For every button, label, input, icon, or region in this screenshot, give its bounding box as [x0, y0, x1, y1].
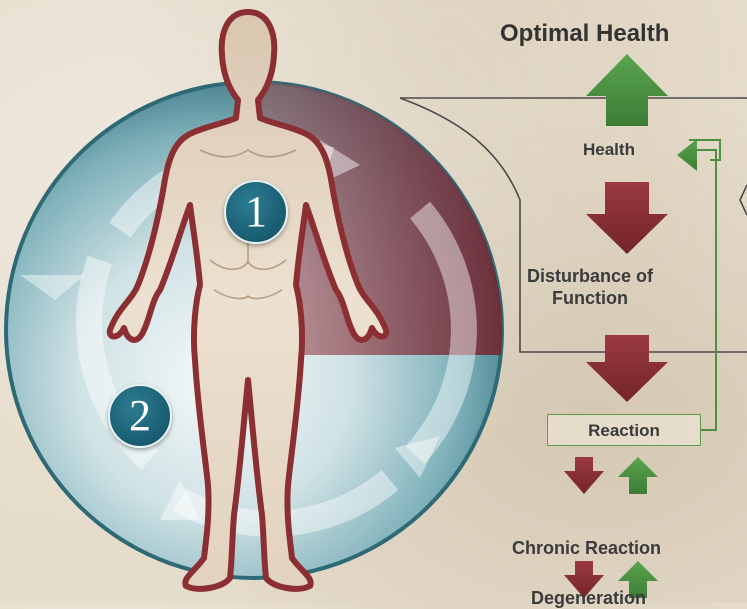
- red-down-arrow-icon: [564, 457, 604, 494]
- feedback-line: [697, 150, 716, 430]
- marker-badge-two: 2: [108, 384, 172, 448]
- stage-degeneration-label: Degeneration: [531, 588, 646, 609]
- green-up-arrow-icon: [677, 139, 697, 171]
- diagram-title: Optimal Health: [500, 20, 669, 48]
- stage-reaction-label: Reaction: [547, 421, 701, 441]
- green-up-arrow-icon: [618, 457, 658, 494]
- stage-health-label: Health: [583, 140, 635, 160]
- green-up-arrow-icon: [586, 54, 668, 126]
- red-down-arrow-icon: [586, 335, 668, 402]
- stage-disturbance-label: Disturbance of Function: [520, 265, 660, 309]
- stage-chronic-reaction-label: Chronic Reaction: [512, 538, 661, 559]
- marker-badge-one: 1: [224, 180, 288, 244]
- red-down-arrow-icon: [586, 182, 668, 254]
